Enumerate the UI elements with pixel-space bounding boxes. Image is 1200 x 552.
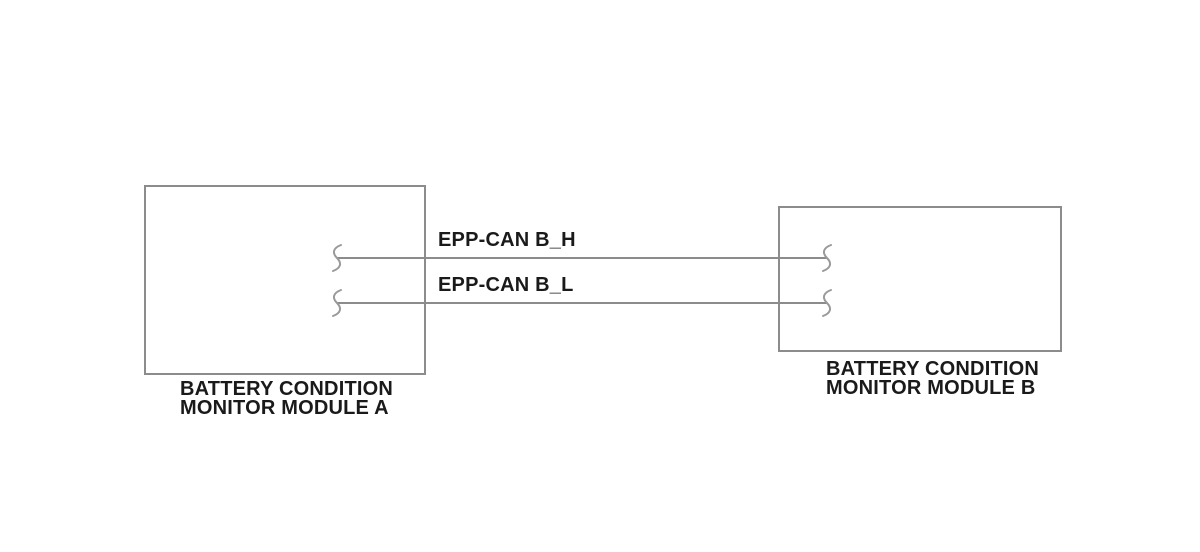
wire-epp-can-b-h xyxy=(337,257,827,259)
module-a-box xyxy=(144,185,426,375)
wire-break-icon xyxy=(822,289,832,317)
module-a-label-line1: BATTERY CONDITION xyxy=(180,378,394,400)
module-b-label: BATTERY CONDITION MONITOR MODULE B xyxy=(826,358,1040,399)
wire-break-icon xyxy=(822,244,832,272)
module-b-box xyxy=(778,206,1062,352)
wire-epp-can-b-l xyxy=(337,302,827,304)
module-b-label-line1: BATTERY CONDITION xyxy=(826,358,1040,380)
module-a-label: BATTERY CONDITION MONITOR MODULE A xyxy=(180,378,394,419)
wire-break-icon xyxy=(332,244,342,272)
wire-break-icon xyxy=(332,289,342,317)
module-b-label-line2: MONITOR MODULE B xyxy=(826,377,1036,399)
module-a-label-line2: MONITOR MODULE A xyxy=(180,397,389,419)
wire-label-epp-can-b-l: EPP-CAN B_L xyxy=(438,274,574,296)
wire-label-epp-can-b-h: EPP-CAN B_H xyxy=(438,229,576,251)
